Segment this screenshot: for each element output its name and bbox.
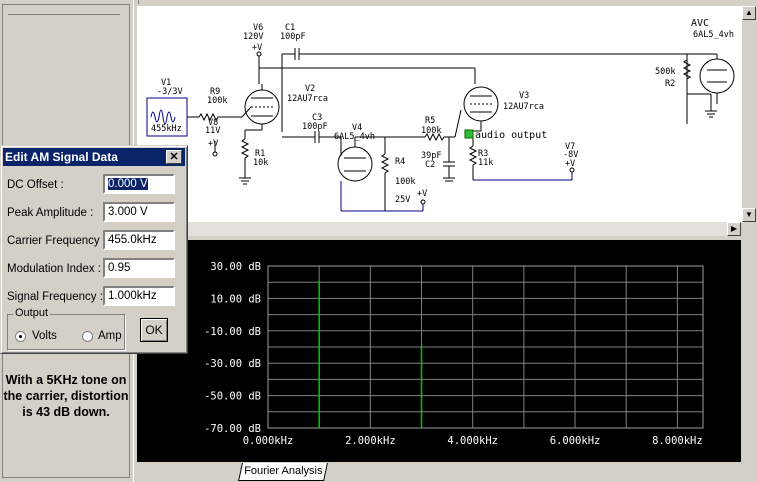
- schematic-canvas[interactable]: V1 -3/3V 455kHz R9 100k V6 120V +V C1 10…: [137, 6, 741, 222]
- avc-label: AVC: [691, 18, 709, 29]
- v7-label: V7: [565, 142, 575, 152]
- dc-offset-label: DC Offset :: [7, 179, 64, 191]
- dc-offset-value: 0.000 V: [108, 178, 148, 190]
- x-tick-label: 0.000kHz: [243, 435, 294, 447]
- v7-value: -8V: [563, 150, 578, 160]
- dialog-title-bar[interactable]: Edit AM Signal Data ✕: [3, 148, 185, 166]
- left-panel-header: [8, 6, 120, 15]
- v1-value: -3/3V: [157, 87, 183, 97]
- v3-label: V3: [519, 91, 529, 101]
- edit-am-signal-dialog: Edit AM Signal Data ✕ DC Offset : 0.000 …: [0, 145, 188, 354]
- amp-label: Amp: [98, 330, 122, 342]
- r2-label: R2: [665, 79, 675, 89]
- scroll-right-button[interactable]: ▶: [727, 222, 741, 236]
- fourier-chart-svg: 30.00 dB 10.00 dB -10.00 dB -30.00 dB -50.00…: [204, 261, 704, 447]
- schematic-vscroll[interactable]: ▲ ▼: [741, 6, 756, 222]
- v8-value: 11V: [205, 126, 220, 136]
- v25-plus: +V: [417, 189, 427, 199]
- c2-label: C2: [425, 160, 435, 170]
- fourier-chart: 30.00 dB 10.00 dB -10.00 dB -30.00 dB -50.00…: [137, 240, 741, 462]
- r5-label: R5: [425, 116, 435, 126]
- signal-frequency-field[interactable]: 1.000kHz: [103, 286, 175, 306]
- x-tick-label: 8.000kHz: [652, 435, 703, 447]
- y-tick-label: 30.00 dB: [210, 261, 261, 273]
- v8-plus: +V: [208, 139, 218, 149]
- tab-fourier-analysis[interactable]: Fourier Analysis: [238, 463, 328, 481]
- signal-frequency-label: Signal Frequency :: [7, 291, 103, 303]
- r9-value: 100k: [207, 96, 227, 106]
- schematic-hscroll[interactable]: ◀ ▶: [137, 222, 741, 236]
- y-tick-label: -30.00 dB: [204, 358, 261, 370]
- amp-radio[interactable]: [82, 331, 93, 342]
- r5-value: 100k: [421, 126, 441, 136]
- r9-label: R9: [210, 87, 220, 97]
- r3-label: R3: [478, 149, 488, 159]
- v25-value: 25V: [395, 195, 410, 205]
- dialog-title: Edit AM Signal Data: [5, 150, 118, 164]
- modulation-index-label: Modulation Index :: [7, 263, 101, 275]
- y-tick-label: -10.00 dB: [204, 326, 261, 338]
- r3-value: 11k: [478, 158, 493, 168]
- c1-value: 100pF: [280, 32, 306, 42]
- v6-label: V6: [253, 23, 263, 33]
- r1-value: 10k: [253, 158, 268, 168]
- v2-label: V2: [305, 84, 315, 94]
- scroll-track[interactable]: [151, 222, 727, 236]
- y-tick-label: -50.00 dB: [204, 391, 261, 403]
- distortion-note: With a 5KHz tone on the carrier, distort…: [3, 373, 129, 419]
- scroll-up-button[interactable]: ▲: [742, 6, 756, 20]
- schematic-svg: V1 -3/3V 455kHz R9 100k V6 120V +V C1 10…: [146, 18, 735, 212]
- volts-label: Volts: [32, 330, 57, 342]
- v6-value: 120V: [243, 32, 263, 42]
- v4-value: 6AL5_4vh: [334, 132, 375, 142]
- c1-label: C1: [285, 23, 295, 33]
- ok-button[interactable]: OK: [140, 318, 168, 342]
- v1-freq: 455kHz: [151, 124, 182, 134]
- chart-side-strip: [741, 240, 757, 462]
- output-group-title: Output: [13, 307, 51, 319]
- v3-value: 12AU7rca: [503, 102, 544, 112]
- carrier-frequency-field[interactable]: 455.0kHz: [103, 230, 175, 250]
- output-group: [7, 314, 125, 350]
- x-tick-label: 6.000kHz: [550, 435, 601, 447]
- v6-plus: +V: [252, 43, 262, 53]
- plot-border: [267, 265, 704, 429]
- peak-amplitude-field[interactable]: 3.000 V: [103, 202, 175, 222]
- y-tick-label: 10.00 dB: [210, 293, 261, 305]
- modulation-index-field[interactable]: 0.95: [103, 258, 175, 278]
- v4-label: V4: [352, 123, 362, 133]
- v2-value: 12AU7rca: [287, 94, 328, 104]
- tab-bar: [137, 462, 757, 482]
- x-tick-label: 4.000kHz: [447, 435, 498, 447]
- carrier-frequency-label: Carrier Frequency :: [7, 235, 107, 247]
- v1-label: V1: [161, 78, 171, 88]
- peak-amplitude-label: Peak Amplitude :: [7, 207, 94, 219]
- avc-value: 6AL5_4vh: [693, 30, 734, 40]
- c3-value: 100pF: [302, 122, 328, 132]
- x-tick-label: 2.000kHz: [345, 435, 396, 447]
- volts-radio[interactable]: [15, 331, 26, 342]
- v8-label: V8: [208, 118, 218, 128]
- close-icon[interactable]: ✕: [166, 150, 182, 164]
- r4-label: R4: [395, 157, 405, 167]
- audio-output-label: audio output: [475, 130, 547, 141]
- scroll-down-button[interactable]: ▼: [742, 208, 756, 222]
- c2-value: 39pF: [421, 151, 441, 161]
- c3-label: C3: [312, 113, 322, 123]
- dc-offset-field[interactable]: 0.000 V: [103, 174, 175, 194]
- v7-plus: +V: [565, 159, 575, 169]
- r4-value: 100k: [395, 177, 415, 187]
- r1-label: R1: [255, 149, 265, 159]
- r2-value: 500k: [655, 67, 675, 77]
- tab-fourier-label: Fourier Analysis: [244, 465, 323, 477]
- y-tick-label: -70.00 dB: [204, 423, 261, 435]
